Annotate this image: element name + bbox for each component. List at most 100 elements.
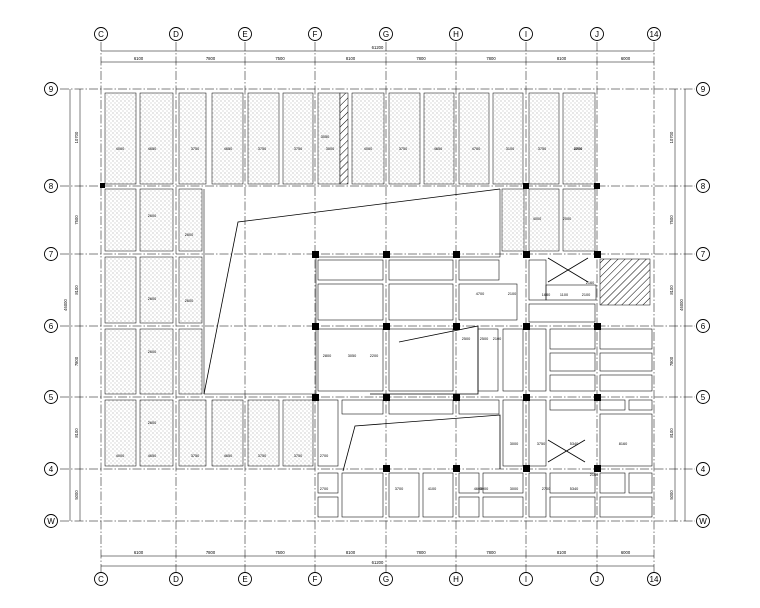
beam-annotation: 4000	[116, 147, 124, 151]
beam-annotation: 3050	[348, 354, 356, 358]
span-left: 8100	[74, 285, 79, 295]
span-right: 5000	[669, 490, 674, 500]
beam-annotation: 4650	[148, 454, 156, 458]
beam-annotation: 2800	[323, 354, 331, 358]
span-bottom: 7800	[416, 550, 426, 555]
axis-bubble-top-G: G	[379, 27, 393, 41]
axis-bubble-bottom-14: 14	[647, 572, 661, 586]
beam-annotation: 3750	[294, 147, 302, 151]
span-right: 8100	[669, 285, 674, 295]
axis-bubble-top-14: 14	[647, 27, 661, 41]
beam-annotation: 2100	[508, 292, 516, 296]
beam-annotation: 4000	[533, 217, 541, 221]
beam-annotation: 2700	[320, 487, 328, 491]
span-bottom: 6000	[621, 550, 631, 555]
beam-annotation: 2600	[148, 350, 156, 354]
beam-annotation: 4650	[224, 454, 232, 458]
span-left: 7500	[74, 215, 79, 225]
axis-label: E	[242, 575, 247, 584]
axis-label: 14	[650, 575, 659, 584]
beam-annotation: 2600	[185, 233, 193, 237]
beam-annotation: 4650	[148, 147, 156, 151]
span-bottom: 8100	[346, 550, 356, 555]
beam-annotation: 3700	[395, 487, 403, 491]
beam-annotation: 4100	[428, 487, 436, 491]
beam-annotation: 2700	[542, 487, 550, 491]
span-top: 6000	[621, 56, 631, 61]
axis-bubble-top-E: E	[238, 27, 252, 41]
span-left: 10700	[74, 131, 79, 143]
axis-bubble-right-9: 9	[696, 82, 710, 96]
beams	[317, 259, 653, 518]
beam-annotation: 4700	[476, 292, 484, 296]
beam-annotation: 3100	[506, 147, 514, 151]
beam-annotation: 1100	[560, 293, 568, 297]
beam-annotation: 3750	[258, 454, 266, 458]
span-bottom: 6100	[134, 550, 144, 555]
axis-label: D	[173, 575, 179, 584]
axis-label: I	[525, 575, 527, 584]
span-top: 7500	[275, 56, 285, 61]
span-top: 8100	[557, 56, 567, 61]
beam-annotation: 4000	[116, 454, 124, 458]
span-top: 6100	[134, 56, 144, 61]
beam-annotation: 3000	[326, 147, 334, 151]
axis-label: G	[383, 30, 389, 39]
beam-annotation: 5340	[570, 442, 578, 446]
axis-label: I	[525, 30, 527, 39]
axis-label: 8	[701, 182, 706, 191]
axis-bubble-bottom-G: G	[379, 572, 393, 586]
beam-annotation: 5340	[570, 487, 578, 491]
span-right: 7800	[669, 356, 674, 366]
axis-bubble-bottom-E: E	[238, 572, 252, 586]
axis-label: F	[313, 30, 318, 39]
beam-annotation: 3750	[399, 147, 407, 151]
overall-width-bottom: 61200	[372, 560, 384, 565]
axis-label: 7	[49, 250, 54, 259]
beam-annotation: 2000	[574, 147, 582, 151]
span-bottom: 7800	[486, 550, 496, 555]
axis-bubble-right-6: 6	[696, 319, 710, 333]
beam-annotation: 2600	[148, 214, 156, 218]
axis-label: J	[595, 30, 599, 39]
beam-annotation: 3750	[191, 454, 199, 458]
axis-label: 5	[701, 393, 706, 402]
beam-annotation: 2600	[148, 297, 156, 301]
axis-grid-lines	[60, 42, 695, 572]
beam-annotation: 4650	[224, 147, 232, 151]
annotations: 4000 4650 3750 4650 3750 3750 3050 3000 4000 3750…	[116, 135, 627, 491]
axis-bubble-bottom-C: C	[94, 572, 108, 586]
axis-label: G	[383, 575, 389, 584]
beam-annotation: 4650	[434, 147, 442, 151]
axis-bubble-top-J: J	[590, 27, 604, 41]
beam-annotation: 2100	[582, 293, 590, 297]
axis-label: 14	[650, 30, 659, 39]
beam-annotation: 8160	[619, 442, 627, 446]
span-bottom: 8100	[557, 550, 567, 555]
span-top: 7800	[486, 56, 496, 61]
axis-bubble-right-5: 5	[696, 390, 710, 404]
beam-annotation: 2500	[480, 337, 488, 341]
beam-annotation: 2100	[493, 337, 501, 341]
beam-annotation: 3750	[258, 147, 266, 151]
beam-annotation: 2600	[148, 421, 156, 425]
axis-bubble-bottom-F: F	[308, 572, 322, 586]
axis-bubble-left-W: W	[44, 514, 58, 528]
overall-height-left: 46000	[63, 299, 68, 311]
axis-label: 9	[49, 85, 54, 94]
beam-annotation: 2500	[462, 337, 470, 341]
axis-bubble-top-C: C	[94, 27, 108, 41]
axis-label: H	[453, 30, 459, 39]
axis-bubble-top-H: H	[449, 27, 463, 41]
beam-annotation: 3750	[538, 147, 546, 151]
axis-label: W	[47, 517, 55, 526]
axis-label: 9	[701, 85, 706, 94]
axis-bubble-right-7: 7	[696, 247, 710, 261]
axis-bubble-left-4: 4	[44, 462, 58, 476]
slab-panels	[104, 92, 651, 467]
beam-annotation: 2160	[590, 473, 598, 477]
span-right: 7500	[669, 215, 674, 225]
axis-bubble-left-8: 8	[44, 179, 58, 193]
